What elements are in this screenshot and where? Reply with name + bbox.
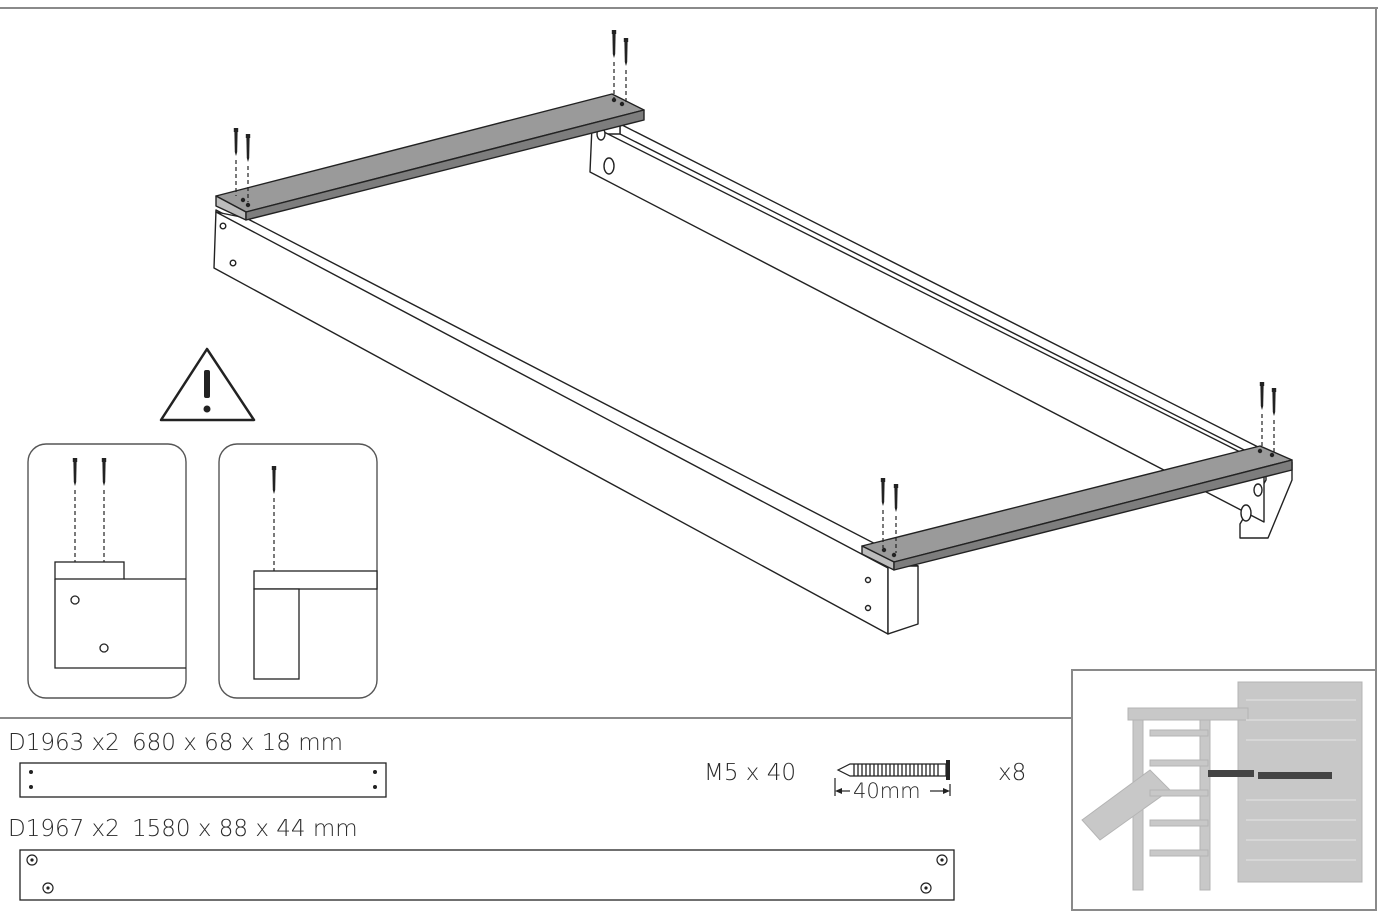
screw-icon xyxy=(233,30,1277,553)
screw-hardware-icon xyxy=(834,760,951,796)
back-long-beam xyxy=(589,123,1293,539)
playset-preview-image xyxy=(1071,669,1377,911)
part-dims-d1967: 1580 x 88 x 44 mm xyxy=(132,816,358,842)
cross-board-top xyxy=(215,93,645,221)
cross-board-bottom xyxy=(861,445,1293,571)
detail-panel-single-screw xyxy=(218,443,378,699)
detail-panel-double-screw xyxy=(27,443,187,699)
part-code-d1963: D1963 x2 xyxy=(8,730,120,756)
front-long-beam xyxy=(213,209,919,635)
screw-spec-label: M5 x 40 xyxy=(704,760,796,786)
screw-length-label: 40mm xyxy=(853,779,921,803)
warning-triangle-icon xyxy=(159,347,256,422)
part-board-d1963 xyxy=(19,762,387,798)
part-beam-d1967 xyxy=(19,849,955,901)
part-code-d1967: D1967 x2 xyxy=(8,816,120,842)
part-dims-d1963: 680 x 68 x 18 mm xyxy=(132,730,344,756)
screw-quantity-label: x8 xyxy=(998,760,1027,786)
page-border xyxy=(0,7,1378,719)
frame-assembly xyxy=(213,93,1293,635)
